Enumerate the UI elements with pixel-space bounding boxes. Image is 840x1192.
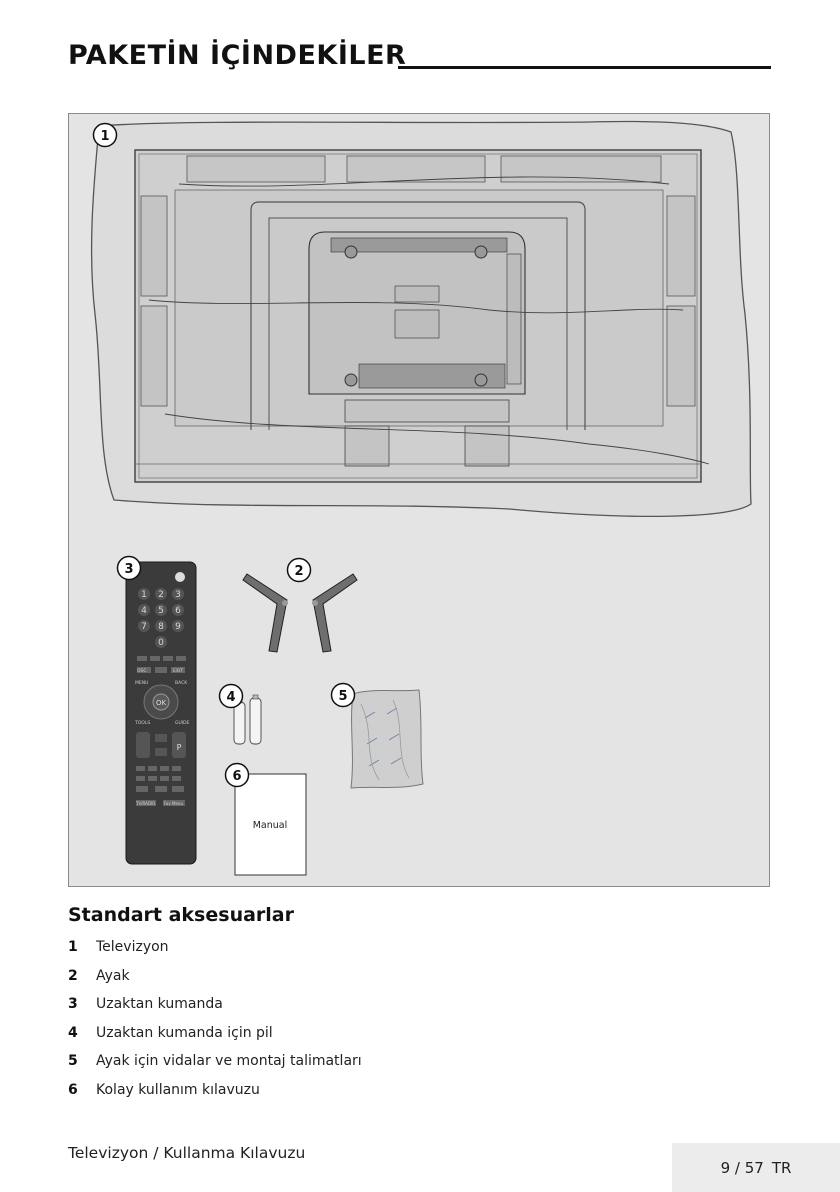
list-item: 4 Uzaktan kumanda için pil (68, 1019, 362, 1048)
remote-key: 4 (141, 606, 147, 616)
tv-rear-view (134, 149, 710, 483)
list-item: 2 Ayak (68, 962, 362, 991)
item-number: 3 (68, 996, 78, 1013)
remote-label: TV/RADIO (135, 801, 155, 806)
item-number: 1 (68, 939, 78, 956)
remote-key: 5 (158, 606, 164, 616)
callouts: 1 2 3 4 5 6 (92, 122, 356, 788)
callout-5 (330, 682, 356, 708)
callout-1 (92, 122, 118, 148)
remote-label: OSC (137, 668, 147, 674)
svg-text:5: 5 (338, 689, 347, 704)
item-label: Uzaktan kumanda için pil (96, 1024, 273, 1041)
footer-page-indicator: 9 / 57 TR (672, 1143, 840, 1192)
remote-p: P (177, 743, 182, 752)
manual-label: Manual (253, 820, 288, 831)
remote-key: 7 (141, 622, 147, 632)
page-number: 9 / 57 (720, 1158, 764, 1177)
remote-control: 1 2 3 4 5 6 7 8 9 0 OSC EXIT MENU BACK (125, 561, 197, 865)
list-item: 5 Ayak için vidalar ve montaj talimatlar… (68, 1047, 362, 1076)
callout-2 (286, 557, 312, 583)
callout-6 (224, 762, 250, 788)
remote-key: 3 (175, 590, 181, 600)
svg-text:6: 6 (232, 769, 241, 784)
svg-text:1: 1 (100, 129, 109, 144)
item-label: Kolay kullanım kılavuzu (96, 1081, 260, 1098)
callout-4 (218, 683, 244, 709)
list-item: 6 Kolay kullanım kılavuzu (68, 1076, 362, 1105)
screws-bag (350, 689, 424, 789)
section-heading: Standart aksesuarlar (68, 904, 294, 926)
item-number: 2 (68, 967, 78, 984)
title-rule (398, 66, 771, 69)
manual-booklet: Manual (234, 773, 307, 876)
remote-key: 8 (158, 622, 164, 632)
remote-label: BACK (175, 680, 188, 686)
page-title: PAKETİN İÇİNDEKİLER (68, 40, 407, 71)
batteries (233, 694, 262, 745)
svg-text:2: 2 (294, 564, 303, 579)
svg-text:4: 4 (226, 690, 235, 705)
item-label: Ayak (96, 967, 130, 984)
item-label: Televizyon (96, 939, 169, 956)
accessories-list: 1 Televizyon 2 Ayak 3 Uzaktan kumanda 4 … (68, 933, 362, 1104)
remote-label: EXIT (173, 668, 183, 674)
item-number: 6 (68, 1081, 78, 1098)
remote-label: TOOLS (134, 720, 150, 726)
remote-key: 6 (175, 606, 181, 616)
remote-key: 9 (175, 622, 181, 632)
item-number: 5 (68, 1053, 78, 1070)
remote-key: 2 (158, 590, 164, 600)
package-contents-figure: 1 2 3 4 5 6 7 8 9 0 OSC EXIT MENU BACK (68, 113, 770, 887)
language-code: TR (771, 1158, 792, 1177)
remote-label: MENU (135, 680, 148, 686)
list-item: 3 Uzaktan kumanda (68, 990, 362, 1019)
item-number: 4 (68, 1024, 78, 1041)
remote-ok: OK (156, 699, 167, 707)
callout-3 (116, 555, 142, 581)
stand-feet (242, 573, 358, 653)
remote-key: 0 (158, 638, 164, 648)
remote-key: 1 (141, 590, 147, 600)
remote-label: GUIDE (175, 720, 190, 726)
remote-label: Fav Menu (164, 801, 183, 806)
svg-text:3: 3 (124, 562, 133, 577)
item-label: Uzaktan kumanda (96, 996, 223, 1013)
item-label: Ayak için vidalar ve montaj talimatları (96, 1053, 362, 1070)
footer-document-title: Televizyon / Kullanma Kılavuzu (68, 1144, 306, 1162)
list-item: 1 Televizyon (68, 933, 362, 962)
figure-illustration: 1 2 3 4 5 6 7 8 9 0 OSC EXIT MENU BACK (90, 120, 752, 876)
